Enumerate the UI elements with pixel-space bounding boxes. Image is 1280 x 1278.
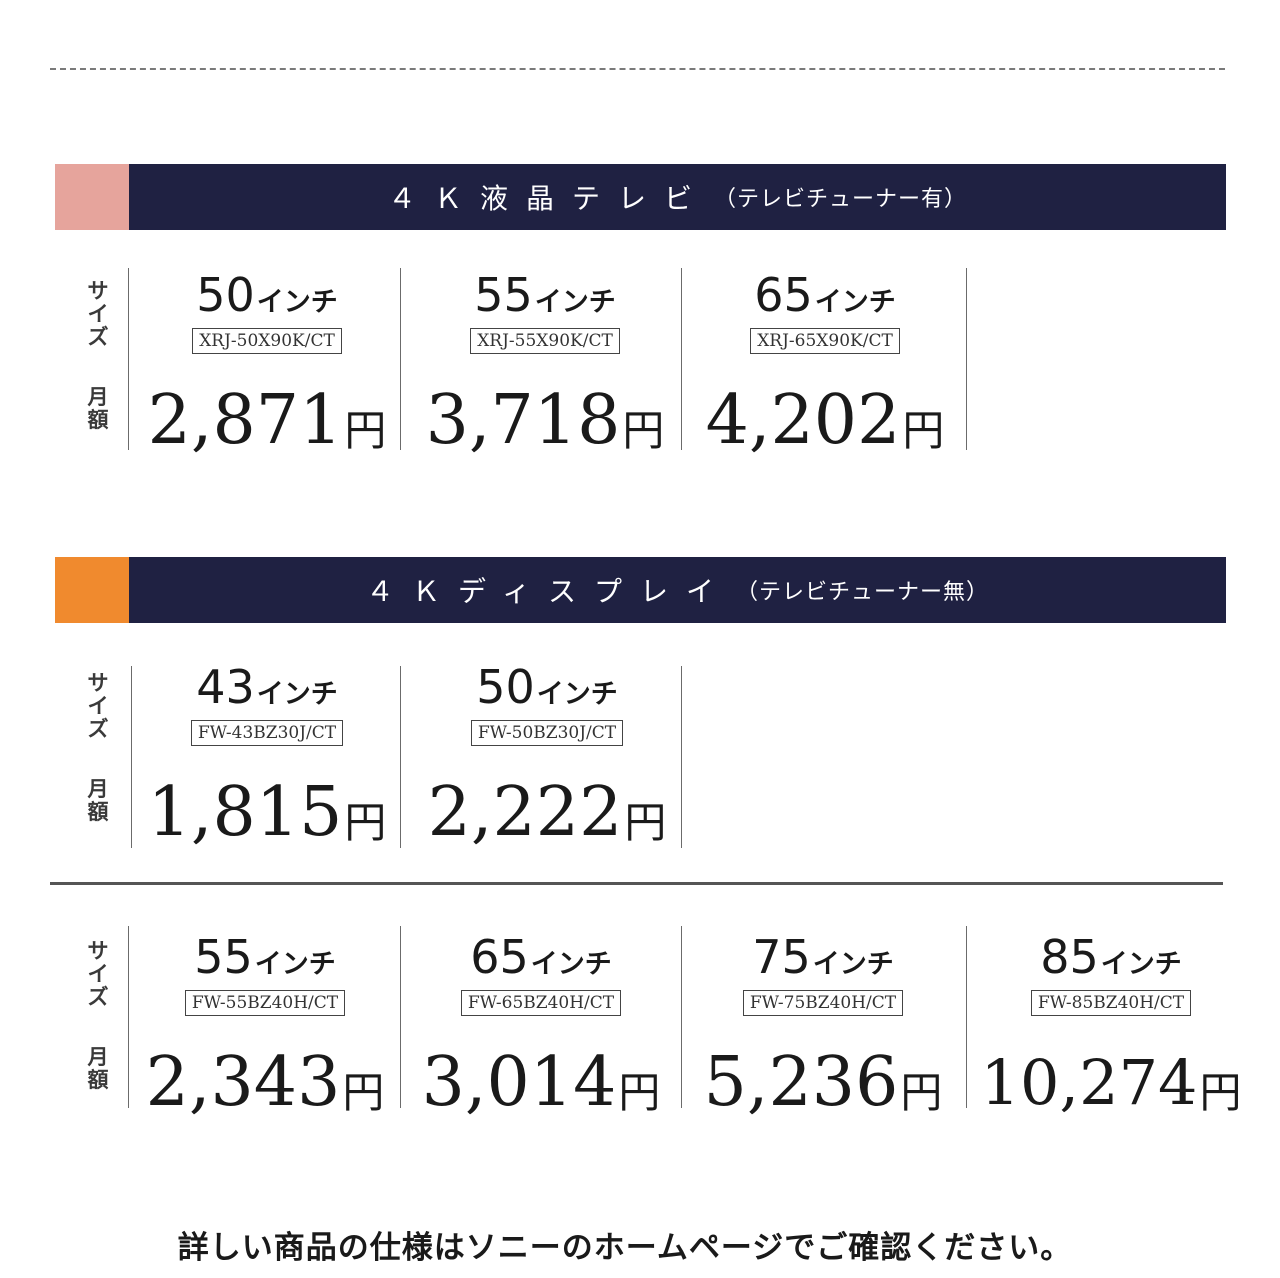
yen-unit: 円 <box>342 1068 385 1117</box>
column-divider <box>128 268 129 450</box>
yen-unit: 円 <box>900 1068 943 1117</box>
section-subtitle: （テレビチューナー無） <box>736 580 990 605</box>
size-number: 55 <box>194 930 253 984</box>
size-number: 75 <box>752 930 811 984</box>
monthly-price: 4,202 <box>705 381 901 460</box>
column-divider <box>400 926 401 1108</box>
column-divider <box>131 666 132 848</box>
model-number: FW-50BZ30J/CT <box>470 720 624 746</box>
model-number: XRJ-55X90K/CT <box>470 328 620 354</box>
section-subtitle: （テレビチューナー有） <box>714 187 968 212</box>
yen-unit: 円 <box>618 1068 661 1117</box>
yen-unit: 円 <box>344 798 387 847</box>
section-banner-4k-display: ４Ｋディスプレイ （テレビチューナー無） <box>55 557 1226 623</box>
size-unit: インチ <box>812 949 894 980</box>
monthly-label: 月 額 <box>87 385 109 432</box>
size-unit: インチ <box>534 287 616 318</box>
size-unit: インチ <box>254 949 336 980</box>
size-unit: インチ <box>536 679 618 710</box>
column-divider <box>128 926 129 1108</box>
monthly-price: 3,014 <box>421 1043 617 1122</box>
monthly-price: 1,815 <box>147 773 343 852</box>
monthly-label: 月 額 <box>87 777 109 824</box>
size-unit: インチ <box>256 679 338 710</box>
column-divider <box>400 268 401 450</box>
monthly-price: 2,343 <box>145 1043 341 1122</box>
yen-unit: 円 <box>1199 1068 1242 1117</box>
column-divider <box>681 666 682 848</box>
column-divider <box>681 926 682 1108</box>
size-unit: インチ <box>1100 949 1182 980</box>
yen-unit: 円 <box>344 406 387 455</box>
size-unit: インチ <box>530 949 612 980</box>
yen-unit: 円 <box>902 406 945 455</box>
size-number: 43 <box>196 660 255 714</box>
model-number: FW-65BZ40H/CT <box>460 990 622 1016</box>
dashed-divider <box>50 68 1225 70</box>
size-label: サ イ ズ <box>87 939 109 1009</box>
monthly-price: 10,274 <box>980 1046 1198 1119</box>
yen-unit: 円 <box>622 406 665 455</box>
size-number: 50 <box>196 268 255 322</box>
size-label: サ イ ズ <box>87 671 109 741</box>
column-divider <box>681 268 682 450</box>
size-number: 65 <box>754 268 813 322</box>
banner-accent-pink <box>55 164 129 230</box>
section-banner-4k-lcd-tv: ４Ｋ液晶テレビ （テレビチューナー有） <box>55 164 1226 230</box>
footer-note: 詳しい商品の仕様はソニーのホームページでご確認ください。 <box>177 1230 1073 1266</box>
size-number: 65 <box>470 930 529 984</box>
column-divider <box>966 926 967 1108</box>
model-number: XRJ-65X90K/CT <box>750 328 900 354</box>
monthly-price: 2,871 <box>147 381 343 460</box>
size-number: 55 <box>474 268 533 322</box>
yen-unit: 円 <box>624 798 667 847</box>
size-unit: インチ <box>256 287 338 318</box>
size-unit: インチ <box>814 287 896 318</box>
size-number: 85 <box>1040 930 1099 984</box>
monthly-price: 2,222 <box>427 773 623 852</box>
monthly-price: 3,718 <box>425 381 621 460</box>
section-title: ４Ｋ液晶テレビ <box>387 182 710 215</box>
size-number: 50 <box>476 660 535 714</box>
section-title: ４Ｋディスプレイ <box>365 575 733 608</box>
model-number: FW-43BZ30J/CT <box>190 720 344 746</box>
monthly-price: 5,236 <box>703 1043 899 1122</box>
model-number: FW-85BZ40H/CT <box>1030 990 1192 1016</box>
size-label: サ イ ズ <box>87 279 109 349</box>
row-separator <box>50 882 1223 885</box>
column-divider <box>400 666 401 848</box>
model-number: XRJ-50X90K/CT <box>192 328 342 354</box>
banner-accent-orange <box>55 557 129 623</box>
monthly-label: 月 額 <box>87 1045 109 1092</box>
model-number: FW-55BZ40H/CT <box>184 990 346 1016</box>
column-divider <box>966 268 967 450</box>
model-number: FW-75BZ40H/CT <box>742 990 904 1016</box>
